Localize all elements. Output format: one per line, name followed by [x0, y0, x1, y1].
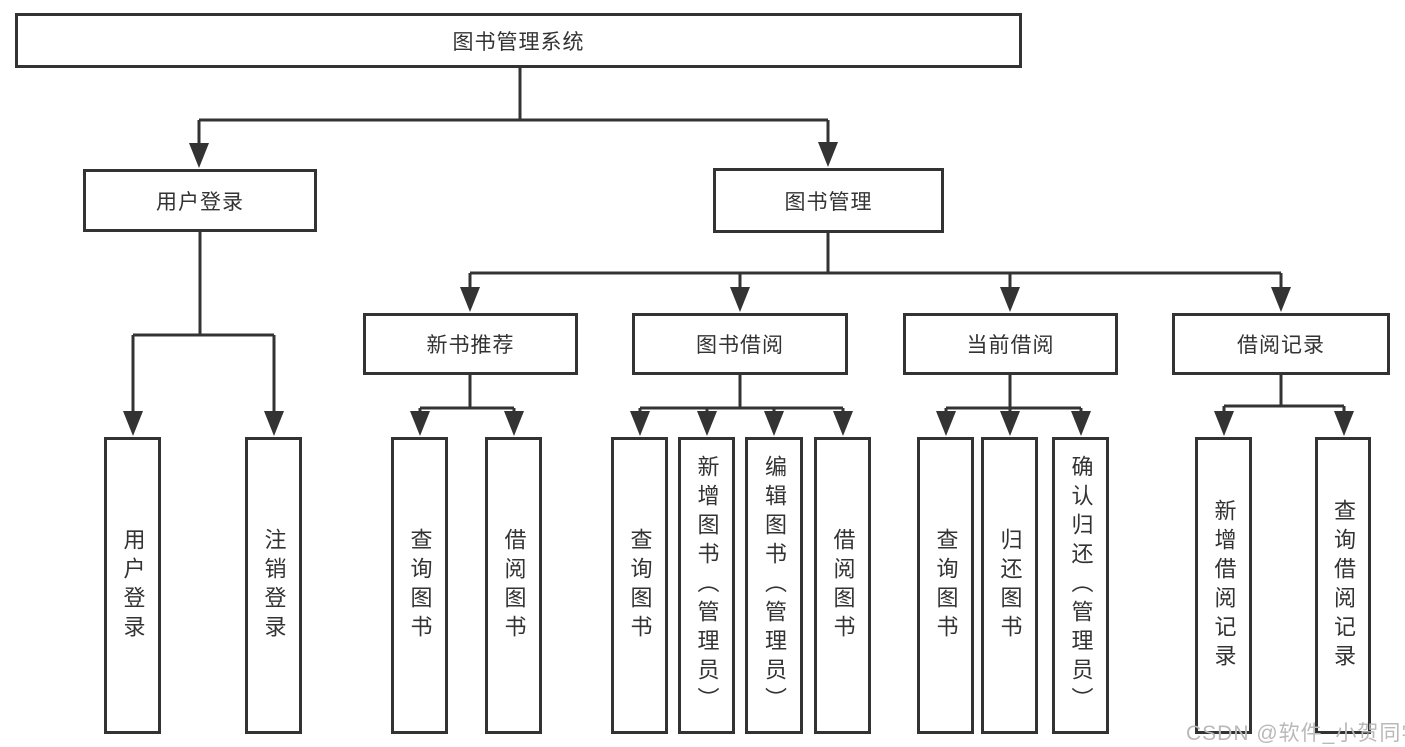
- node-borrow-records: 借阅记录: [1172, 313, 1390, 375]
- node-root-system: 图书管理系统: [15, 13, 1022, 68]
- leaf-confirm-return-admin-label: 确认归还（管理员）: [1068, 455, 1094, 716]
- node-current-borrow-label: 当前借阅: [966, 334, 1055, 357]
- leaf-add-books-admin: 新增图书（管理员）: [678, 437, 735, 734]
- leaf-borrow-books-recommend-label: 借阅图书: [501, 527, 527, 644]
- leaf-user-login-label: 用户登录: [120, 527, 146, 644]
- leaf-logout: 注销登录: [245, 437, 302, 734]
- leaf-query-books-borrow: 查询图书: [611, 437, 668, 734]
- leaf-query-borrow-record: 查询借阅记录: [1315, 437, 1371, 734]
- leaf-query-books-current-label: 查询图书: [933, 527, 959, 644]
- leaf-edit-books-admin: 编辑图书（管理员）: [745, 437, 803, 734]
- node-user-login-label: 用户登录: [156, 190, 244, 214]
- leaf-add-borrow-record: 新增借阅记录: [1195, 437, 1252, 734]
- node-new-book-recommend-label: 新书推荐: [426, 334, 515, 357]
- leaf-query-books-recommend-label: 查询图书: [407, 527, 433, 644]
- node-user-login: 用户登录: [83, 169, 317, 232]
- leaf-add-books-admin-label: 新增图书（管理员）: [694, 455, 720, 716]
- leaf-user-login: 用户登录: [104, 437, 161, 734]
- leaf-borrow-books-recommend: 借阅图书: [485, 437, 542, 734]
- node-borrow-records-label: 借阅记录: [1237, 334, 1325, 357]
- leaf-return-books: 归还图书: [981, 437, 1038, 734]
- leaf-return-books-label: 归还图书: [997, 527, 1023, 644]
- node-book-borrow-label: 图书借阅: [696, 334, 784, 357]
- node-new-book-recommend: 新书推荐: [363, 313, 578, 375]
- csdn-watermark: CSDN @软件_小贺同学: [1186, 722, 1405, 745]
- leaf-query-books-borrow-label: 查询图书: [627, 527, 653, 644]
- leaf-query-books-current: 查询图书: [917, 437, 974, 734]
- node-book-management-label: 图书管理: [784, 190, 873, 214]
- leaf-borrow-books: 借阅图书: [814, 437, 871, 734]
- node-book-borrow: 图书借阅: [632, 313, 848, 375]
- leaf-add-borrow-record-label: 新增借阅记录: [1211, 498, 1237, 673]
- leaf-borrow-books-label: 借阅图书: [830, 527, 856, 644]
- leaf-query-books-recommend: 查询图书: [391, 437, 448, 734]
- leaf-edit-books-admin-label: 编辑图书（管理员）: [762, 455, 787, 716]
- leaf-confirm-return-admin: 确认归还（管理员）: [1052, 437, 1109, 734]
- node-root-label: 图书管理系统: [452, 30, 585, 54]
- node-book-management: 图书管理: [713, 168, 944, 233]
- leaf-logout-label: 注销登录: [261, 527, 287, 644]
- node-current-borrow: 当前借阅: [903, 313, 1118, 375]
- arrowheads: [123, 142, 1354, 436]
- leaf-query-borrow-record-label: 查询借阅记录: [1331, 498, 1356, 673]
